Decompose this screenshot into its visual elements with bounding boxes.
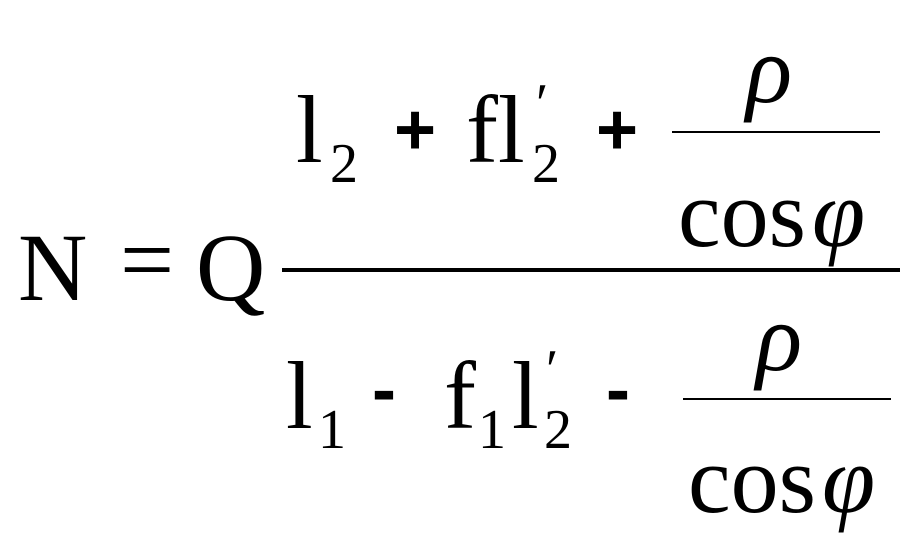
denominator-term2-f: f	[444, 342, 476, 449]
numerator-frac-bottom-var: φ	[812, 160, 866, 267]
factor-symbol: Q	[196, 214, 266, 321]
denominator-small-fraction-bar	[683, 398, 891, 400]
numerator-term2-prime: ′	[536, 73, 549, 135]
denominator-term2-subscript: 2	[544, 399, 572, 461]
numerator-term2: fl	[466, 76, 525, 183]
denominator-frac-bottom-var: φ	[822, 426, 876, 533]
numerator-term1: l	[296, 76, 323, 183]
denominator-term2-l: l	[512, 342, 539, 449]
denominator-term2-prime: ′	[546, 339, 559, 401]
numerator-term1-subscript: 2	[330, 133, 358, 195]
numerator-small-fraction-bar	[672, 131, 880, 133]
numerator-plus-1: +	[394, 90, 437, 170]
denominator-term1: l	[286, 342, 313, 449]
denominator-term2-f-subscript: 1	[478, 399, 506, 461]
denominator-term1-subscript: 1	[318, 399, 346, 461]
denominator-frac-bottom-func: cos	[688, 426, 816, 533]
denominator-minus-1: -	[372, 350, 396, 430]
main-fraction-bar	[282, 268, 900, 272]
equals-sign: =	[120, 206, 175, 313]
numerator-frac-bottom-func: cos	[678, 160, 806, 267]
numerator-frac-top: ρ	[746, 16, 793, 123]
denominator-frac-top: ρ	[756, 284, 803, 391]
numerator-term2-subscript: 2	[532, 133, 560, 195]
lhs-symbol: N	[18, 214, 88, 321]
denominator-minus-2: -	[606, 350, 630, 430]
numerator-plus-2: +	[596, 90, 639, 170]
